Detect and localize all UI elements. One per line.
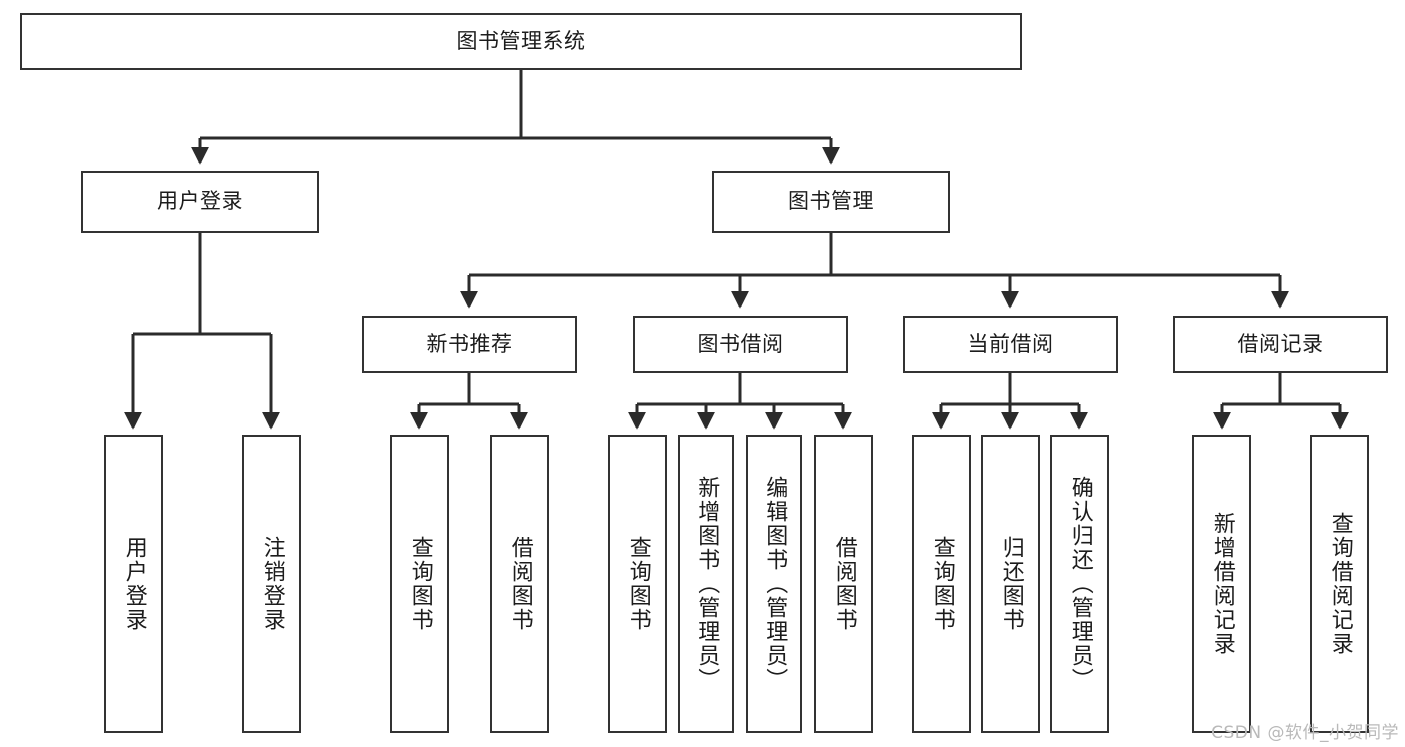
node-root[interactable]: 图书管理系统 — [20, 13, 1022, 70]
node-leaf-query-book-1[interactable]: 查询图书 — [390, 435, 449, 733]
node-leaf-query-book-1-label: 查询图书 — [407, 536, 433, 632]
node-leaf-user-logout[interactable]: 注销登录 — [242, 435, 301, 733]
node-book-borrow-label: 图书借阅 — [697, 331, 784, 356]
node-user-login[interactable]: 用户登录 — [81, 171, 319, 233]
node-book-management-label: 图书管理 — [788, 189, 874, 214]
node-current-borrow-label: 当前借阅 — [967, 331, 1054, 356]
node-leaf-return-book[interactable]: 归还图书 — [981, 435, 1040, 733]
node-leaf-query-book-2-label: 查询图书 — [625, 536, 651, 632]
watermark-text: CSDN @软件_小贺同学 — [1211, 723, 1399, 743]
node-book-management[interactable]: 图书管理 — [712, 171, 950, 233]
node-leaf-query-record[interactable]: 查询借阅记录 — [1310, 435, 1369, 733]
node-leaf-query-book-3[interactable]: 查询图书 — [912, 435, 971, 733]
node-leaf-borrow-book-1[interactable]: 借阅图书 — [490, 435, 549, 733]
node-root-label: 图书管理系统 — [456, 28, 586, 53]
node-leaf-return-book-label: 归还图书 — [998, 536, 1024, 632]
node-leaf-add-book-label: 新增图书（管理员） — [694, 476, 720, 692]
node-leaf-user-login-label: 用户登录 — [121, 536, 147, 632]
node-current-borrow[interactable]: 当前借阅 — [903, 316, 1118, 373]
node-leaf-borrow-book-2-label: 借阅图书 — [831, 536, 857, 632]
node-leaf-user-login[interactable]: 用户登录 — [104, 435, 163, 733]
node-borrow-record-label: 借阅记录 — [1237, 331, 1324, 356]
node-new-book-recommend[interactable]: 新书推荐 — [362, 316, 577, 373]
node-leaf-edit-book[interactable]: 编辑图书（管理员） — [746, 435, 802, 733]
node-leaf-confirm-return[interactable]: 确认归还（管理员） — [1050, 435, 1109, 733]
node-leaf-borrow-book-1-label: 借阅图书 — [507, 536, 533, 632]
node-leaf-borrow-book-2[interactable]: 借阅图书 — [814, 435, 873, 733]
node-leaf-edit-book-label: 编辑图书（管理员） — [762, 476, 788, 692]
node-leaf-add-record[interactable]: 新增借阅记录 — [1192, 435, 1251, 733]
node-new-book-recommend-label: 新书推荐 — [426, 331, 513, 356]
node-leaf-query-book-2[interactable]: 查询图书 — [608, 435, 667, 733]
node-user-login-label: 用户登录 — [157, 189, 243, 214]
node-book-borrow[interactable]: 图书借阅 — [633, 316, 848, 373]
node-borrow-record[interactable]: 借阅记录 — [1173, 316, 1388, 373]
node-leaf-confirm-return-label: 确认归还（管理员） — [1067, 476, 1093, 692]
node-leaf-add-book[interactable]: 新增图书（管理员） — [678, 435, 734, 733]
node-leaf-query-record-label: 查询借阅记录 — [1327, 512, 1353, 656]
node-leaf-query-book-3-label: 查询图书 — [929, 536, 955, 632]
node-leaf-add-record-label: 新增借阅记录 — [1209, 512, 1235, 656]
node-leaf-user-logout-label: 注销登录 — [259, 536, 285, 632]
